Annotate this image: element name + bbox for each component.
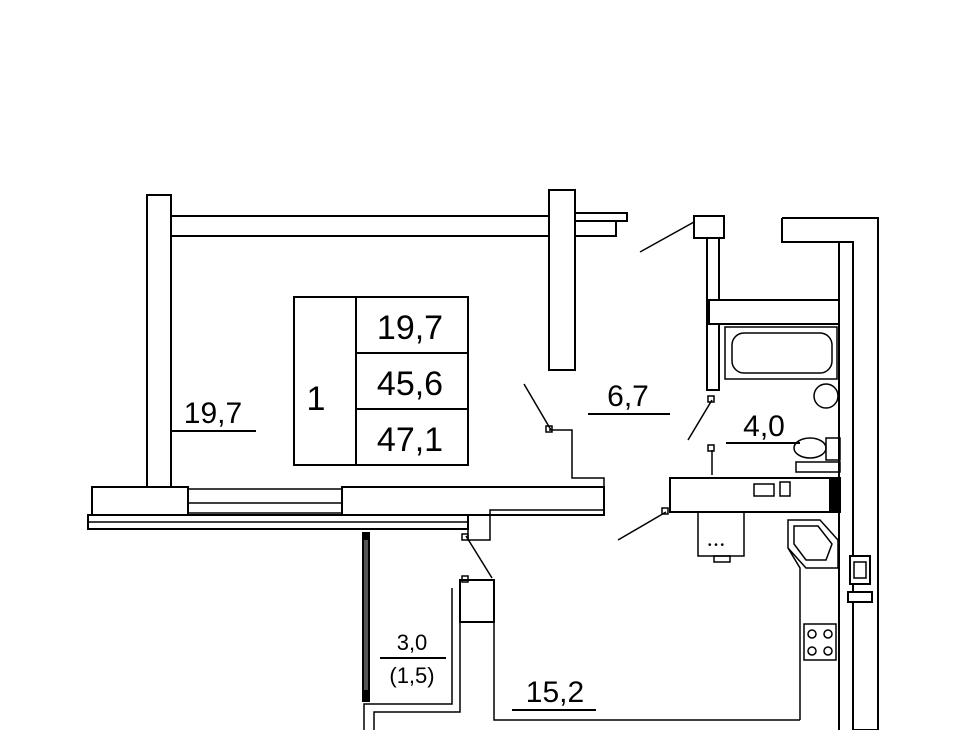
wall-right-top	[781, 217, 879, 730]
wall-central-column	[548, 189, 576, 371]
wall-bathroom-top	[708, 299, 840, 325]
wall-bathroom-left-top	[693, 215, 725, 239]
doors	[461, 221, 715, 583]
vent-block	[829, 478, 839, 512]
wall-step	[549, 429, 605, 510]
label-balcony: 3,0	[397, 630, 428, 655]
label-kitchen: 15,2	[526, 676, 584, 709]
total-area-value: 45,6	[377, 365, 443, 403]
wall-kitchen-top	[669, 477, 841, 513]
label-hall: 6,7	[607, 380, 649, 413]
wall-niche	[849, 555, 871, 585]
label-bathroom: 4,0	[743, 410, 785, 443]
walls	[87, 189, 879, 730]
door-entry	[639, 221, 695, 253]
living-area-value: 19,7	[377, 309, 443, 347]
wall-living-left	[146, 194, 172, 492]
fixtures: • • •	[697, 326, 873, 720]
window-living	[187, 488, 343, 514]
total-area-balcony-value: 47,1	[377, 421, 443, 459]
rooms-count: 1	[307, 380, 326, 418]
sink-icon	[813, 383, 839, 409]
wall-balcony-right	[459, 579, 495, 623]
wall-living-bottom-left	[91, 486, 189, 516]
label-balcony-reduced: (1,5)	[389, 663, 434, 688]
wall-living-bottom-right	[341, 486, 605, 516]
door-living	[523, 383, 552, 431]
summary-table: 1 19,7 45,6 47,1	[293, 296, 469, 466]
kitchen-sink-icon	[753, 483, 775, 497]
door-bathroom	[687, 399, 713, 441]
door-balcony	[465, 535, 493, 579]
wall-living-top-end	[574, 212, 628, 222]
bathtub-icon	[724, 326, 838, 380]
label-living-room: 19,7	[184, 397, 242, 430]
room-labels: 19,7 6,7 4,0 15,2 3,0 (1,5)	[172, 380, 800, 711]
wall-living-top	[170, 215, 617, 237]
svg-text:• • •: • • •	[708, 540, 725, 551]
wall-right-column	[838, 241, 854, 730]
toilet-icon	[793, 437, 827, 459]
stove-icon	[803, 623, 837, 661]
door-kitchen	[617, 511, 667, 541]
